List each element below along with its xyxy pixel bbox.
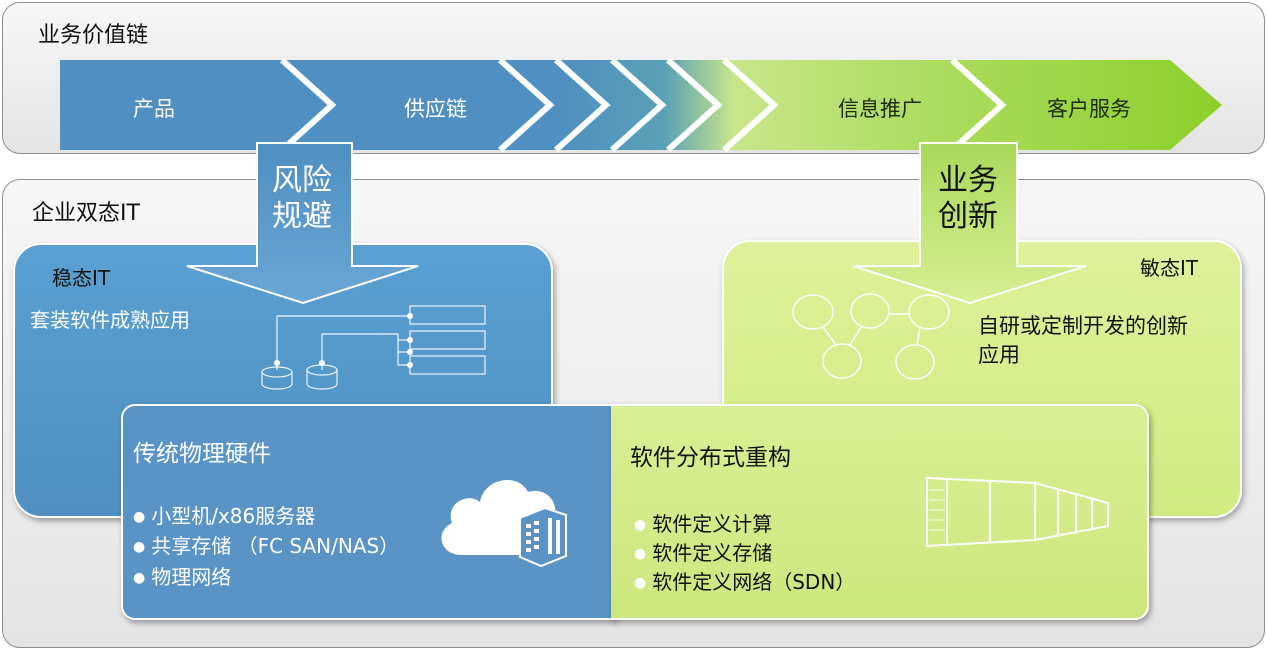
risk-avoid-label: 风险 规避: [272, 163, 332, 234]
agile-it-subtitle-line2: 应用: [978, 343, 1020, 367]
agile-it-subtitle-line1: 自研或定制开发的创新: [978, 314, 1188, 338]
software-item: ●软件定义计算: [634, 512, 773, 536]
software-distributed-title: 软件分布式重构: [630, 445, 791, 471]
business-innovation-label: 业务 创新: [938, 163, 998, 234]
steady-it-subtitle: 套装软件成熟应用: [30, 308, 190, 332]
chain-stage-service: 客户服务: [1047, 97, 1131, 121]
software-item: ●软件定义网络（SDN）: [634, 570, 856, 594]
bullet-icon: ●: [634, 517, 647, 533]
bullet-icon: ●: [634, 546, 647, 562]
chain-body: [60, 60, 1222, 150]
value-chain-arrow: [60, 57, 1222, 153]
traditional-hardware-title: 传统物理硬件: [133, 441, 271, 467]
bullet-icon: ●: [133, 509, 146, 525]
bullet-icon: ●: [133, 570, 146, 586]
chain-chevron: [665, 57, 723, 153]
software-item: ●软件定义存储: [634, 541, 773, 565]
chain-chevron: [949, 57, 1007, 153]
chain-stage-product: 产品: [133, 97, 175, 121]
bullet-icon: ●: [634, 575, 647, 591]
dual-it-title: 企业双态IT: [32, 201, 140, 226]
chain-chevron: [553, 57, 611, 153]
traditional-item: ●物理网络: [133, 565, 232, 589]
chain-chevron: [609, 57, 667, 153]
traditional-item: ●共享存储 （FC SAN/NAS）: [133, 534, 400, 558]
agile-it-title: 敏态IT: [1140, 256, 1199, 280]
bullet-icon: ●: [133, 539, 146, 555]
traditional-item: ●小型机/x86服务器: [133, 504, 316, 528]
steady-it-title: 稳态IT: [52, 266, 111, 290]
chain-stage-supply: 供应链: [404, 97, 467, 121]
chain-stage-promotion: 信息推广: [838, 97, 922, 121]
chain-chevron: [721, 57, 779, 153]
chain-chevron: [497, 57, 555, 153]
chain-chevron: [279, 57, 337, 153]
value-chain-title: 业务价值链: [38, 23, 149, 48]
